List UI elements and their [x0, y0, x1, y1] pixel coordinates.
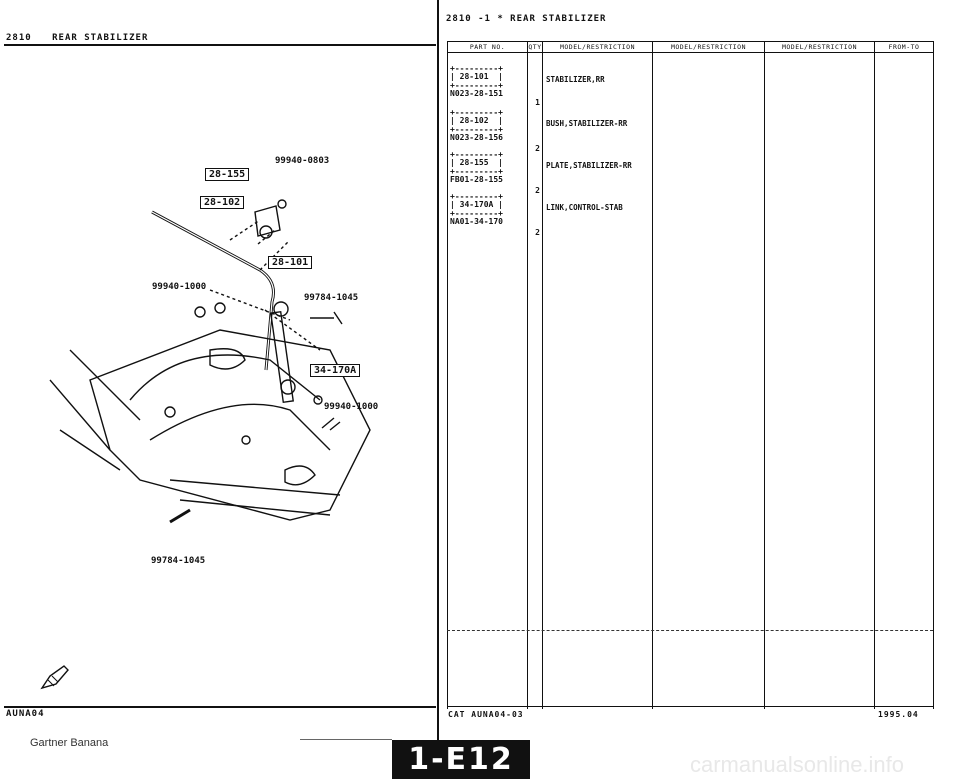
- column-header: QTY: [527, 41, 543, 53]
- fastener-label: 99784-1045: [151, 556, 206, 566]
- qty-value: 2: [535, 144, 540, 153]
- section-title: REAR STABILIZER: [52, 33, 149, 43]
- page-number-badge: 1-E12: [392, 740, 530, 779]
- part-number: N023-28-151: [450, 89, 503, 99]
- panel-divider: [437, 0, 439, 740]
- left-footer-rule: [4, 706, 436, 708]
- part-ref: 34-170A: [459, 200, 494, 210]
- fastener-label: 99940-1000: [324, 402, 379, 412]
- section-code: 2810: [6, 33, 32, 43]
- exploded-view-diagram: [49, 199, 371, 524]
- left-footer-code: AUNA04: [6, 709, 45, 719]
- watermark-text: Gartner Banana: [30, 737, 109, 749]
- callout-box: 28-155: [205, 168, 250, 181]
- left-header-rule: [4, 44, 436, 46]
- part-description: BUSH,STABILIZER-RR: [546, 119, 628, 128]
- section-header-right: 2810 -1 * REAR STABILIZER: [446, 14, 607, 24]
- table-row: +---------+ | 28-101 | +---------+ N023-…: [448, 64, 527, 109]
- column-header: PART NO.: [447, 41, 528, 53]
- column-header: FROM-TO: [874, 41, 934, 53]
- part-ref: 28-102: [459, 116, 489, 126]
- column-header: MODEL/RESTRICTION: [764, 41, 875, 53]
- section-header-left: 2810 REAR STABILIZER: [6, 33, 148, 43]
- part-number: N023-28-156: [450, 133, 503, 143]
- part-ref: 28-155: [459, 158, 489, 168]
- table-header-row: PART NO. QTY MODEL/RESTRICTION MODEL/RES…: [447, 41, 934, 53]
- parts-table: PART NO. QTY MODEL/RESTRICTION MODEL/RES…: [447, 41, 934, 709]
- column-header: MODEL/RESTRICTION: [652, 41, 765, 53]
- qty-cell: 1 2 2 2: [527, 52, 543, 709]
- table-end-line: [447, 630, 933, 631]
- callout-box: 28-102: [200, 196, 245, 209]
- part-ref: 28-101: [459, 72, 489, 82]
- qty-value: 2: [535, 228, 540, 237]
- publication-date: 1995.04: [878, 710, 919, 719]
- fastener-label: 99940-1000: [152, 282, 207, 292]
- description-cell: STABILIZER,RR BUSH,STABILIZER-RR PLATE,S…: [542, 52, 653, 709]
- badge-rule: [300, 739, 392, 740]
- qty-value: 2: [535, 186, 540, 195]
- callout-box: 28-101: [268, 256, 313, 269]
- part-description: LINK,CONTROL-STAB: [546, 203, 623, 212]
- part-number: FB01-28-155: [450, 175, 503, 185]
- pen-icon: [40, 665, 69, 690]
- fastener-label: 99940-0803: [275, 156, 330, 166]
- qty-value: 1: [535, 98, 540, 107]
- table-row: +---------+ | 34-170A | +---------+ NA01…: [448, 192, 527, 235]
- part-description: STABILIZER,RR: [546, 75, 605, 84]
- table-body: +---------+ | 28-101 | +---------+ N023-…: [447, 52, 934, 709]
- column-header: MODEL/RESTRICTION: [542, 41, 653, 53]
- catalog-code: CAT AUNA04-03: [448, 710, 524, 719]
- table-row: +---------+ | 28-155 | +---------+ FB01-…: [448, 150, 527, 193]
- table-bottom-rule: [447, 706, 934, 707]
- part-number: NA01-34-170: [450, 217, 503, 227]
- fastener-label: 99784-1045: [304, 293, 359, 303]
- part-no-cell: +---------+ | 28-101 | +---------+ N023-…: [447, 52, 528, 709]
- table-row: +---------+ | 28-102 | +---------+ N023-…: [448, 108, 527, 151]
- site-watermark: carmanualsonline.info: [690, 752, 905, 777]
- callout-box: 34-170A: [310, 364, 361, 377]
- part-description: PLATE,STABILIZER-RR: [546, 161, 632, 170]
